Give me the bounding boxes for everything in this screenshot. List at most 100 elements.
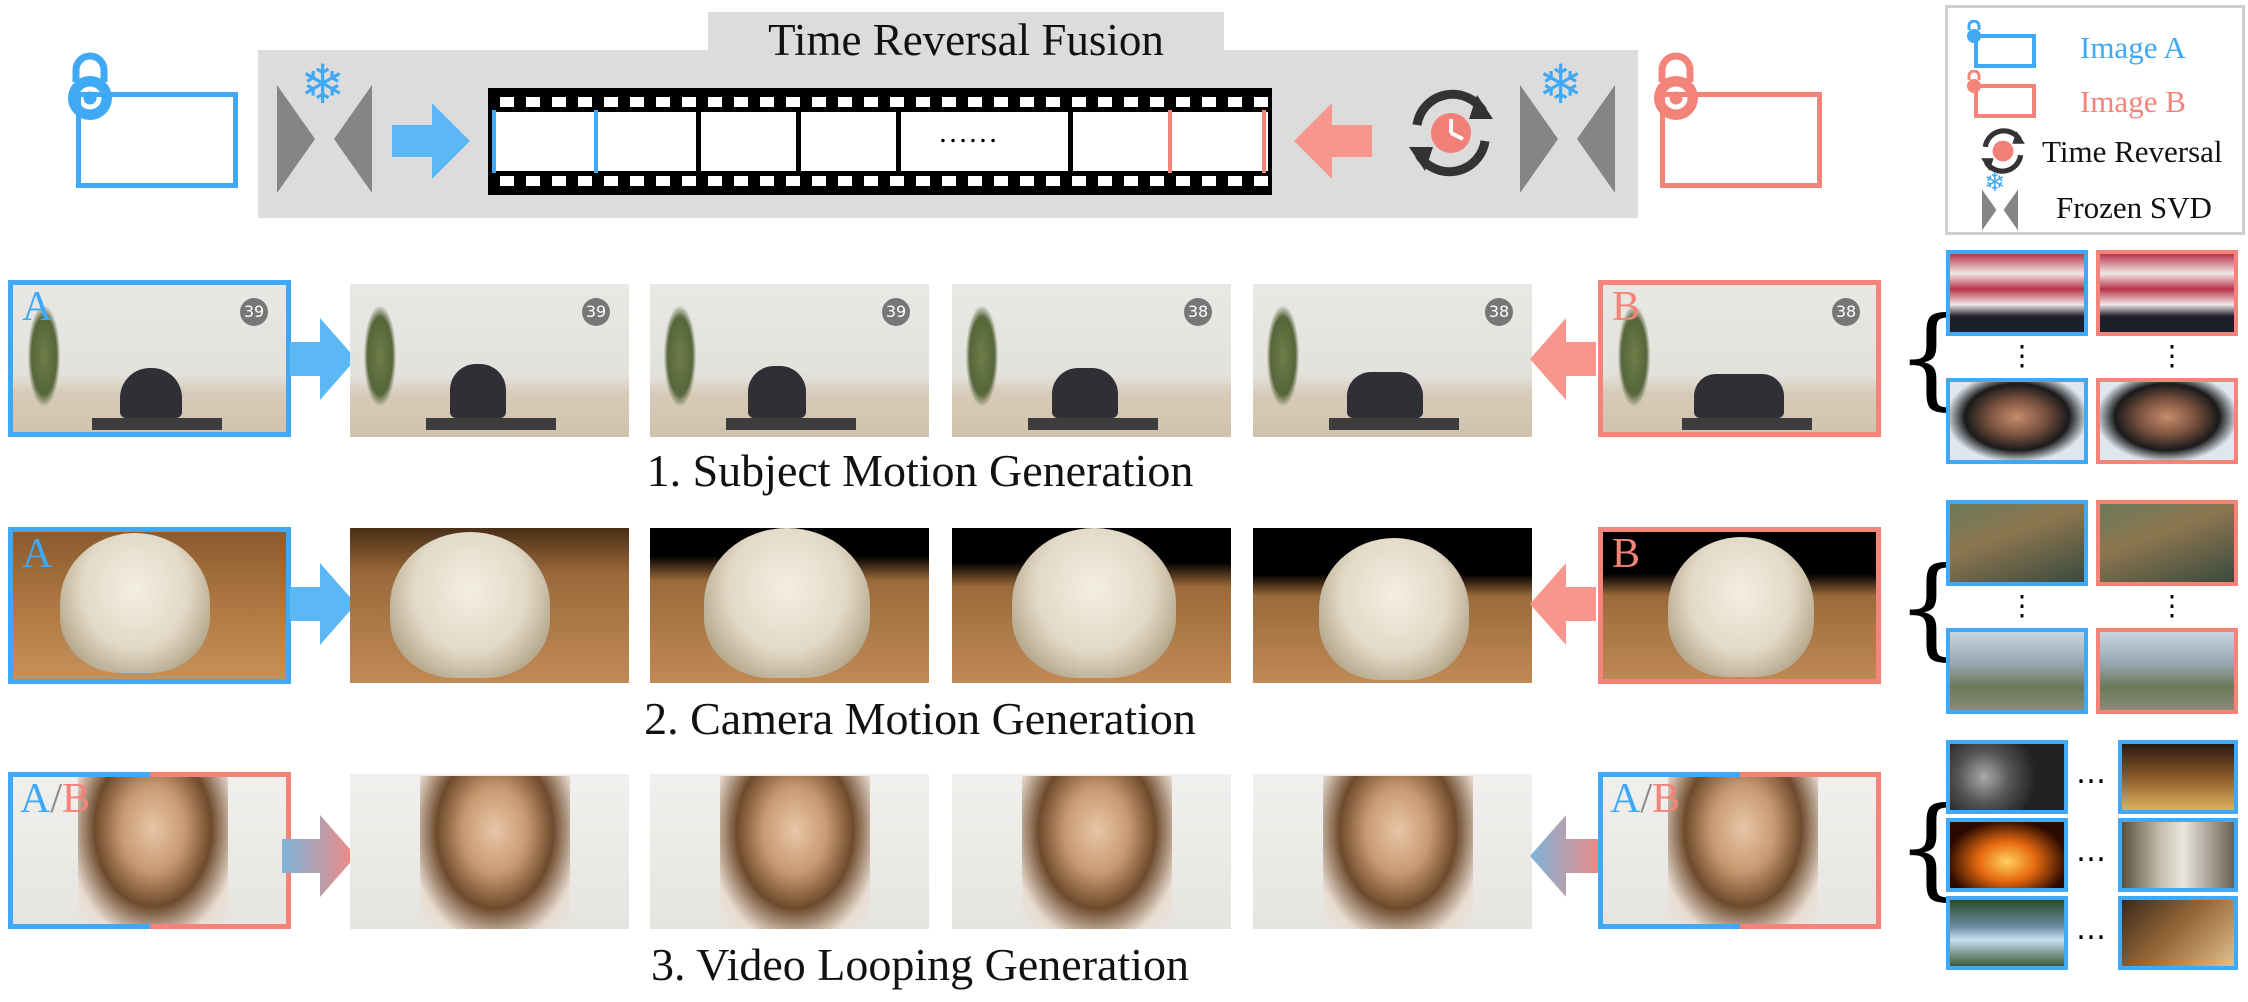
film-sprocket-hole xyxy=(578,97,592,107)
film-sprocket-hole xyxy=(812,97,826,107)
film-sprocket-hole xyxy=(1254,176,1268,186)
film-sprocket-hole xyxy=(630,97,644,107)
film-sprocket-hole xyxy=(604,176,618,186)
plant xyxy=(28,306,60,406)
row1-frame-1: 39 xyxy=(350,284,629,437)
row3-frame-ab-end: A/B xyxy=(1598,772,1881,929)
image-a-border xyxy=(8,772,150,929)
image-a-border xyxy=(8,527,291,684)
film-divider xyxy=(696,110,701,173)
row2-caption: 2. Camera Motion Generation xyxy=(644,693,1196,744)
image-b-border xyxy=(1598,527,1881,684)
row3-frame-1 xyxy=(350,774,629,929)
image-b-border xyxy=(1740,772,1881,929)
example-thumb xyxy=(2118,818,2238,892)
film-sprocket-hole xyxy=(760,176,774,186)
legend-image-a-swatch xyxy=(1974,34,2036,68)
film-sprocket-hole xyxy=(526,176,540,186)
film-sprocket-hole xyxy=(890,97,904,107)
row2-frame-b: B xyxy=(1598,527,1881,684)
row3-caption: 3. Video Looping Generation xyxy=(650,939,1190,990)
image-a-frame xyxy=(76,92,238,188)
film-sprocket-hole xyxy=(1202,97,1216,107)
lock-icon xyxy=(1654,52,1698,120)
timer-badge: 39 xyxy=(882,298,910,326)
woman xyxy=(420,776,570,929)
legend-image-b-label: Image B xyxy=(2080,84,2186,119)
example-thumb xyxy=(2096,500,2238,586)
film-divider xyxy=(1068,110,1073,173)
example-thumb xyxy=(1946,896,2068,970)
row2-frame-4 xyxy=(1253,528,1532,683)
horizontal-dots: … xyxy=(2076,912,2106,947)
skull xyxy=(1012,528,1176,678)
film-sprocket-hole xyxy=(1228,97,1242,107)
film-divider xyxy=(896,110,901,173)
film-ellipsis: …… xyxy=(938,116,998,149)
label-separator: / xyxy=(1640,776,1653,822)
film-sprocket-hole xyxy=(916,97,930,107)
film-sprocket-hole xyxy=(968,97,982,107)
example-thumb xyxy=(1946,250,2088,336)
row1-frame-a: A 39 xyxy=(8,280,291,437)
yoga-mat xyxy=(1682,418,1812,430)
snowflake-icon: ❄ xyxy=(1538,53,1584,116)
vertical-dots: ⋮ xyxy=(2158,589,2186,622)
snowflake-icon: ❄ xyxy=(300,53,346,116)
hourglass-model-icon xyxy=(1982,189,2018,231)
film-sprocket-hole xyxy=(1046,97,1060,107)
woman xyxy=(1323,776,1473,929)
film-sprocket-hole xyxy=(630,176,644,186)
film-sprocket-hole xyxy=(1020,97,1034,107)
film-strip: …… xyxy=(488,88,1272,195)
film-sprocket-hole xyxy=(734,97,748,107)
legend: Image A Image B Time Reversal ❄ Frozen S… xyxy=(1945,5,2245,235)
woman xyxy=(720,776,870,929)
film-sprocket-hole xyxy=(1124,176,1138,186)
plant xyxy=(966,306,998,406)
film-sprocket-hole xyxy=(682,97,696,107)
legend-image-a-label: Image A xyxy=(2080,30,2186,65)
film-sprocket-hole xyxy=(500,176,514,186)
arrow-icon xyxy=(1530,563,1596,645)
row2-frame-2 xyxy=(650,528,929,683)
yoga-mat xyxy=(92,418,222,430)
row2-frame-1 xyxy=(350,528,629,683)
film-frame-b-edge xyxy=(1262,110,1266,173)
fusion-title: Time Reversal Fusion xyxy=(708,12,1224,65)
plant xyxy=(1267,306,1299,406)
film-sprocket-hole xyxy=(578,176,592,186)
label-b: B xyxy=(1652,776,1681,822)
film-sprocket-hole xyxy=(1150,176,1164,186)
row3-end-label: A/B xyxy=(1610,778,1680,820)
arrow-icon xyxy=(392,103,470,179)
example-thumb xyxy=(2096,628,2238,714)
row1-frame-b: B 38 xyxy=(1598,280,1881,437)
film-sprocket-hole xyxy=(838,97,852,107)
woman xyxy=(1022,776,1172,929)
film-frame-a-edge xyxy=(492,110,496,173)
label-b: B xyxy=(62,776,91,822)
film-sprocket-hole xyxy=(500,97,514,107)
film-divider xyxy=(796,110,801,173)
timer-badge: 39 xyxy=(240,298,268,326)
film-sprocket-hole xyxy=(552,97,566,107)
film-frame-a-edge xyxy=(594,110,598,173)
film-sprocket-hole xyxy=(552,176,566,186)
image-b-border xyxy=(1598,280,1881,437)
person xyxy=(1694,374,1784,418)
row3-frame-4 xyxy=(1253,774,1532,929)
row1-frame-3: 38 xyxy=(952,284,1231,437)
example-thumb xyxy=(1946,740,2068,814)
label-a: A xyxy=(20,776,51,822)
film-sprocket-hole xyxy=(786,176,800,186)
label-separator: / xyxy=(50,776,63,822)
legend-time-reversal-label: Time Reversal xyxy=(2042,134,2223,169)
legend-frozen-svd-label: Frozen SVD xyxy=(2056,190,2212,225)
row3-frame-2 xyxy=(650,774,929,929)
row2-end-label: B xyxy=(1612,531,1641,577)
timer-badge: 38 xyxy=(1832,298,1860,326)
film-sprocket-hole xyxy=(1254,97,1268,107)
row1-caption: 1. Subject Motion Generation xyxy=(646,445,1194,496)
plant xyxy=(364,306,396,406)
